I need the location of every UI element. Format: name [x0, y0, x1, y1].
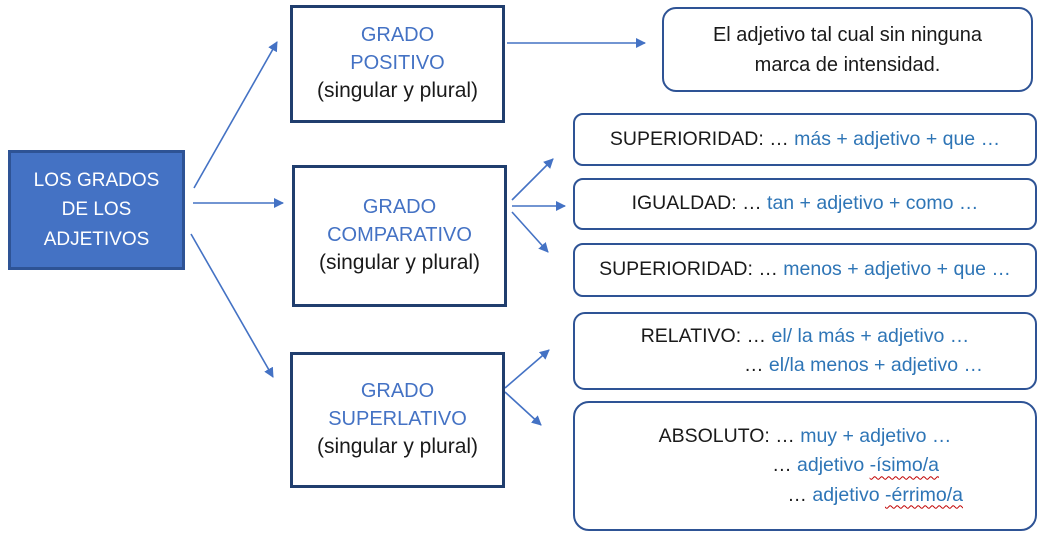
formula-line: SUPERIORIDAD: … menos + adjetivo + que …: [575, 255, 1035, 284]
grade-title: SUPERLATIVO: [328, 407, 467, 430]
grade-subtitle: (singular y plural): [316, 435, 479, 459]
grado-comparativo-box: GRADO COMPARATIVO (singular y plural): [292, 165, 507, 307]
formula-line: ABSOLUTO: … muy + adjetivo …: [575, 422, 1035, 451]
comparativo-superioridad-menos-box: SUPERIORIDAD: … menos + adjetivo + que …: [573, 243, 1037, 297]
formula-label: ABSOLUTO: …: [658, 425, 801, 448]
positivo-description-box: El adjetivo tal cual sin ninguna marca d…: [662, 7, 1033, 92]
arrow-superlativo-to-relativo: [504, 349, 550, 389]
formula-line: IGUALDAD: … tan + adjetivo + como …: [575, 189, 1035, 218]
comparativo-superioridad-mas-box: SUPERIORIDAD: … más + adjetivo + que …: [573, 113, 1037, 166]
grade-subtitle: (singular y plural): [316, 79, 479, 103]
formula-line: SUPERIORIDAD: … más + adjetivo + que …: [575, 125, 1035, 154]
grado-superlativo-box: GRADO SUPERLATIVO (singular y plural): [290, 352, 505, 488]
arrow-comparativo-to-superioridad-menos: [511, 211, 549, 253]
root-box: LOS GRADOS DE LOS ADJETIVOS: [8, 150, 185, 270]
superlativo-relativo-box: RELATIVO: … el/ la más + adjetivo … … el…: [573, 312, 1037, 390]
arrow-root-to-superlativo: [190, 233, 274, 378]
root-box-line: ADJETIVOS: [43, 228, 150, 250]
formula-phrase: menos + adjetivo + que …: [783, 258, 1011, 281]
arrow-root-to-positivo: [193, 41, 278, 189]
formula-phrase: el/ la más + adjetivo …: [771, 324, 970, 347]
formula-label: IGUALDAD: …: [631, 192, 768, 215]
formula-phrase: tan + adjetivo + como …: [767, 192, 979, 215]
formula-label: …: [772, 454, 797, 477]
grade-title: COMPARATIVO: [327, 223, 472, 246]
superlativo-absoluto-box: ABSOLUTO: … muy + adjetivo … … adjetivo …: [573, 401, 1037, 531]
formula-phrase: adjetivo: [797, 454, 870, 477]
formula-phrase: el/la menos + adjetivo …: [768, 354, 983, 376]
formula-line: RELATIVO: … el/ la más + adjetivo …: [575, 322, 1035, 351]
formula-line: … el/la menos + adjetivo …: [575, 351, 1035, 380]
description-line: marca de intensidad.: [754, 53, 941, 76]
formula-label: …: [787, 483, 813, 506]
formula-phrase: adjetivo: [812, 483, 885, 506]
grade-subtitle: (singular y plural): [318, 251, 481, 275]
grade-title: GRADO: [362, 195, 437, 218]
description-line: El adjetivo tal cual sin ninguna: [712, 23, 983, 46]
grado-positivo-box: GRADO POSITIVO (singular y plural): [290, 5, 505, 123]
grade-title: POSITIVO: [350, 51, 445, 74]
grade-title: GRADO: [360, 379, 435, 402]
formula-suffix-wavy: -ísimo/a: [869, 454, 939, 477]
formula-label: SUPERIORIDAD: …: [609, 127, 795, 150]
formula-suffix-wavy: -érrimo/a: [884, 483, 963, 506]
formula-label: RELATIVO: …: [640, 324, 772, 347]
formula-label: …: [744, 354, 769, 376]
grade-title: GRADO: [360, 23, 435, 46]
formula-label: SUPERIORIDAD: …: [599, 258, 784, 281]
formula-phrase: más + adjetivo + que …: [794, 127, 1001, 150]
formula-line: … adjetivo -érrimo/a: [575, 481, 1035, 510]
formula-line: … adjetivo -ísimo/a: [575, 451, 1035, 480]
root-box-line: DE LOS: [61, 199, 132, 221]
formula-phrase: muy + adjetivo …: [800, 425, 952, 448]
arrow-superlativo-to-absoluto: [504, 391, 542, 426]
arrow-comparativo-to-superioridad-mas: [511, 158, 554, 201]
comparativo-igualdad-box: IGUALDAD: … tan + adjetivo + como …: [573, 178, 1037, 230]
root-box-line: LOS GRADOS: [33, 169, 160, 191]
